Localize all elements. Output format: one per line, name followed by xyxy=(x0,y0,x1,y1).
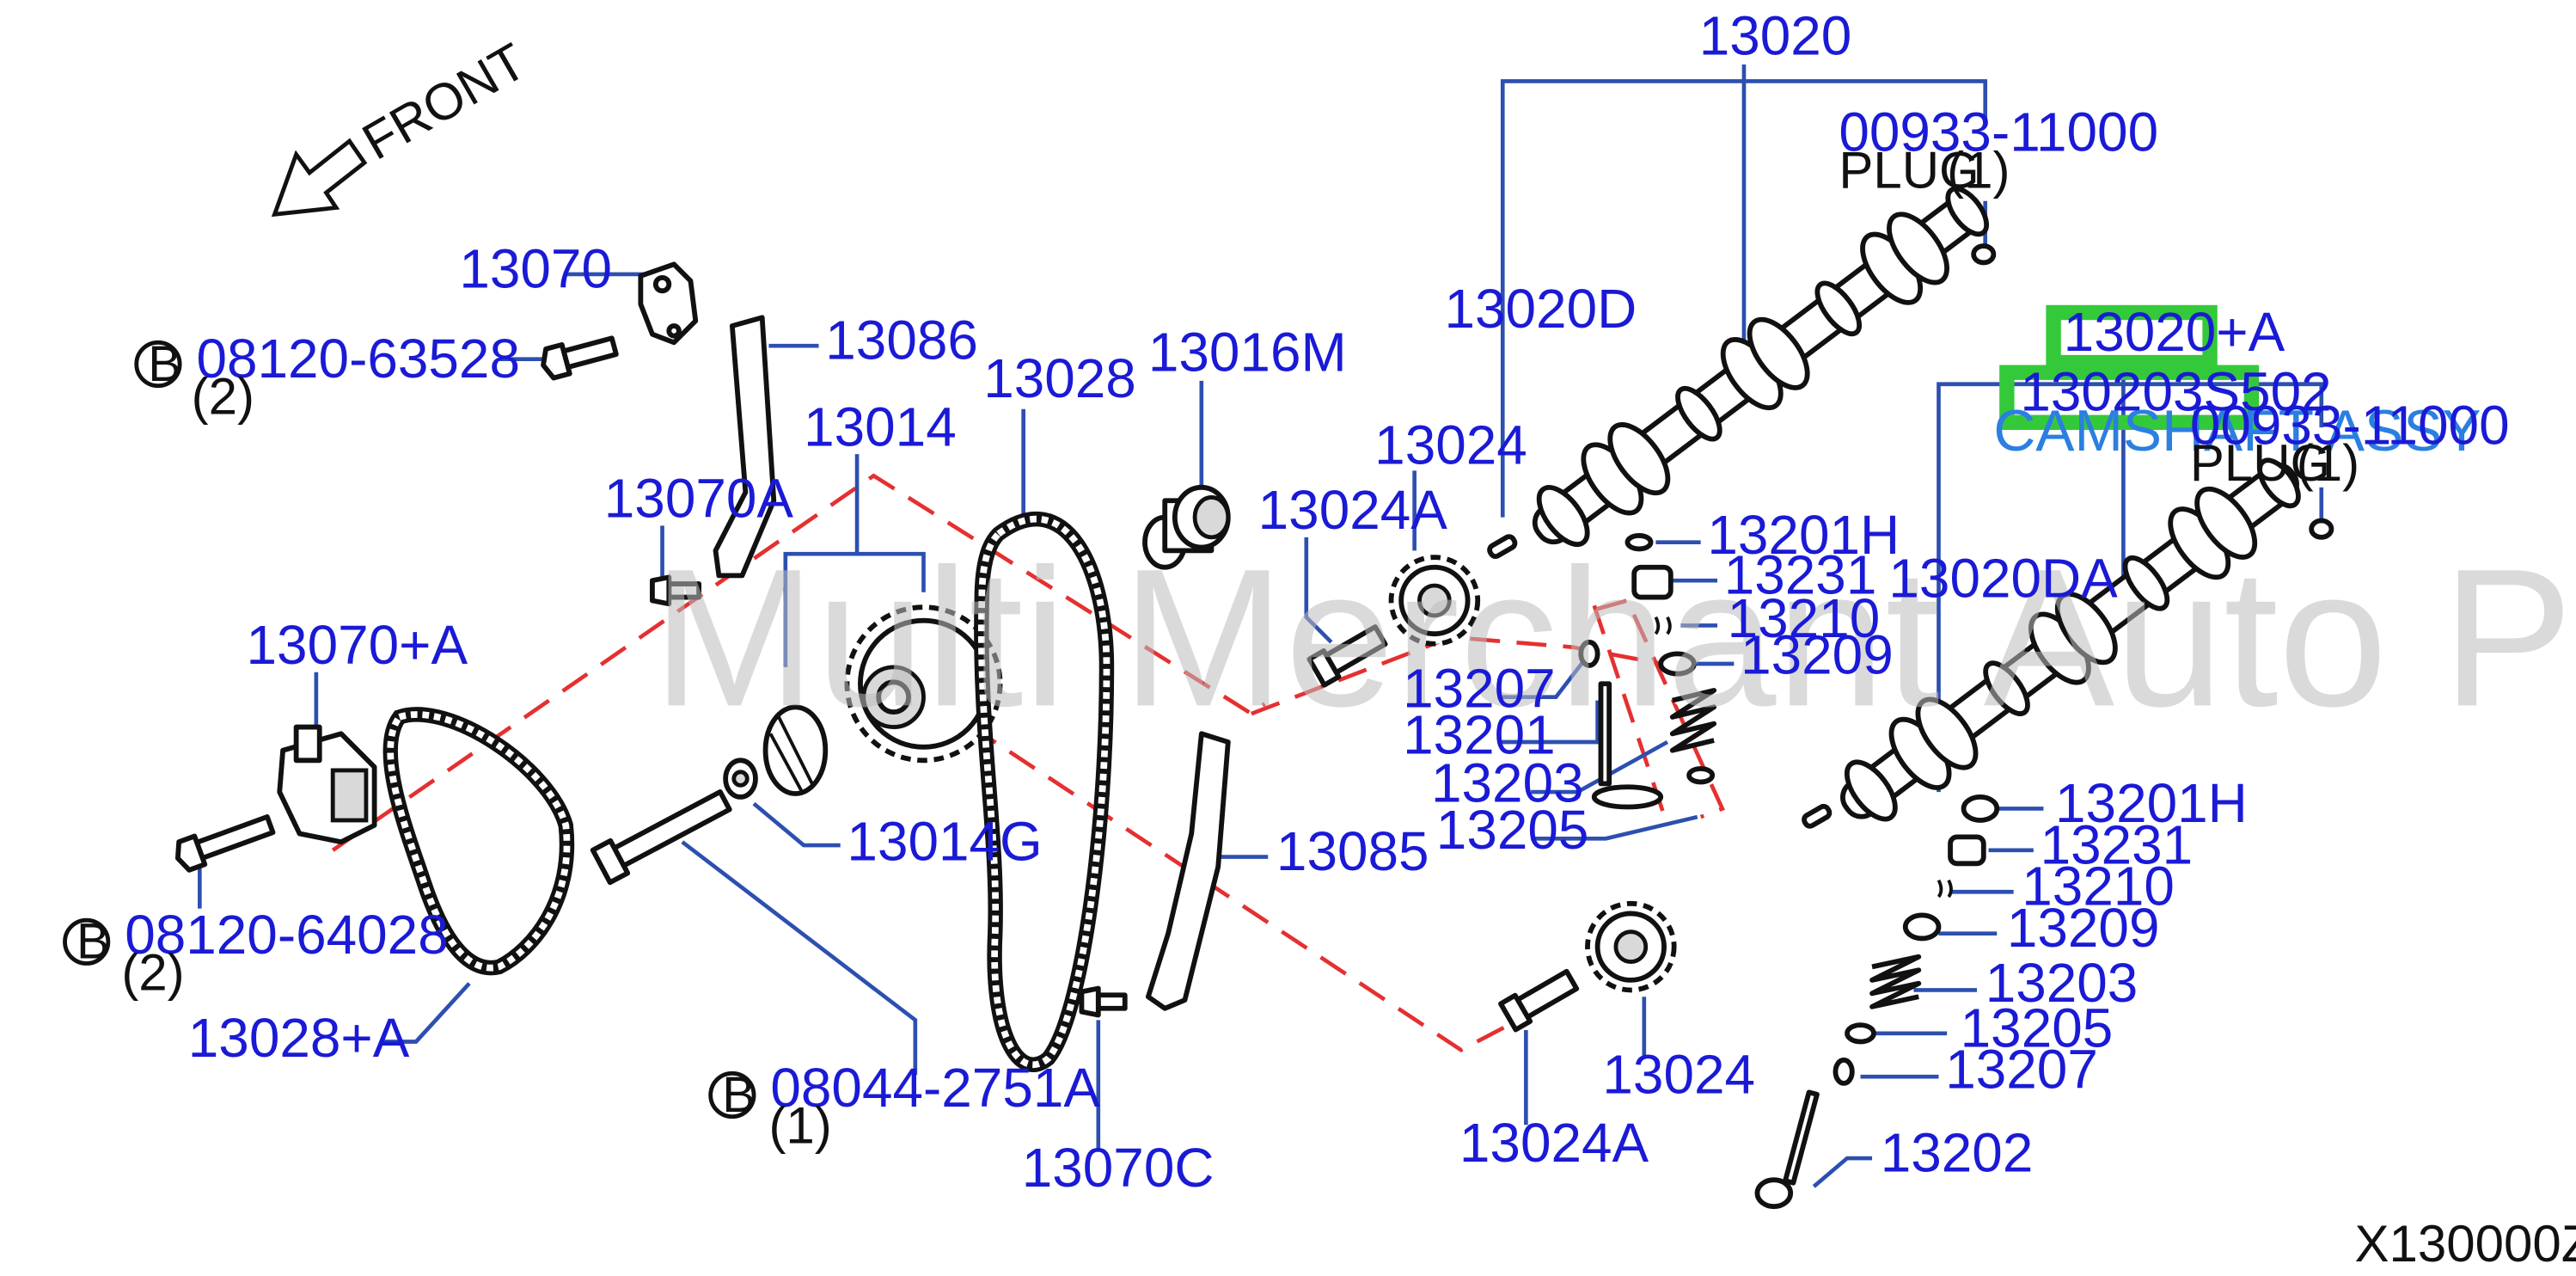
leader-lines xyxy=(198,64,2324,1188)
label-13020plusA[interactable]: 13020+A xyxy=(2064,301,2285,363)
label-13209-a[interactable]: 13209 xyxy=(1741,624,1894,686)
label-13231-b[interactable]: 13231 xyxy=(2041,813,2194,875)
tensioner-13070A-part xyxy=(277,724,377,845)
diagram-code: X130000Z xyxy=(2355,1215,2576,1273)
sprocket-13014-part xyxy=(844,604,1003,764)
label-13070C[interactable]: 13070C xyxy=(1022,1137,1215,1199)
label-08120-64028-qty: (2) xyxy=(121,943,184,1001)
label-13205-a[interactable]: 13205 xyxy=(1436,799,1589,861)
label-08120-64028[interactable]: 08120-64028 xyxy=(125,904,449,966)
label-08044-2751A-qty: (1) xyxy=(768,1097,831,1155)
label-13201-a[interactable]: 13201 xyxy=(1403,704,1556,766)
label-13207-b[interactable]: 13207 xyxy=(1945,1039,2098,1101)
bolt-13024A-top-part xyxy=(1306,624,1388,688)
label-13207-a[interactable]: 13207 xyxy=(1403,657,1556,719)
label-13086[interactable]: 13086 xyxy=(825,310,978,371)
circle-b-marker-1 xyxy=(134,340,182,389)
bolt-08044-2751A-part xyxy=(590,788,732,886)
label-08044-2751A[interactable]: 08044-2751A xyxy=(770,1057,1100,1119)
circle-b-marker-2 xyxy=(63,917,111,966)
label-plug-right-qty: (1) xyxy=(2297,434,2359,492)
label-00933-right[interactable]: 00933-11000 xyxy=(2190,394,2510,456)
label-camshaft-assy: CAMSHAFT ASSY xyxy=(1993,399,2481,463)
guide-13085-part xyxy=(1145,731,1231,1011)
front-label: FRONT xyxy=(353,32,535,170)
label-13202[interactable]: 13202 xyxy=(1881,1122,2034,1184)
highlight-box-oem-number xyxy=(1999,365,2260,430)
bolt-08120-64028-part xyxy=(174,814,276,873)
label-13210-b[interactable]: 13210 xyxy=(2022,856,2175,917)
chain-13028-part xyxy=(974,512,1115,1072)
guide-13086-part xyxy=(713,315,777,579)
circle-b-text-2: B xyxy=(76,914,110,970)
label-13020[interactable]: 13020 xyxy=(1699,4,1852,66)
label-13028[interactable]: 13028 xyxy=(983,347,1136,409)
label-13020DA[interactable]: 13020DA xyxy=(1888,548,2118,610)
label-plug-top: PLUG xyxy=(1839,141,1979,199)
label-13014G[interactable]: 13014G xyxy=(847,810,1042,872)
bolt-13070C-part xyxy=(1079,985,1128,1018)
label-00933-top[interactable]: 00933-11000 xyxy=(1839,101,2158,163)
label-plug-top-qty: (1) xyxy=(1947,141,2010,199)
label-plug-right: PLUG xyxy=(2190,434,2330,492)
bolt-13070A-part xyxy=(650,574,702,607)
label-13201H-a[interactable]: 13201H xyxy=(1707,504,1900,566)
plug-right-part xyxy=(2309,518,2334,540)
circle-b-text-3: B xyxy=(722,1067,756,1123)
label-13070plusA[interactable]: 13070+A xyxy=(247,614,468,676)
sprocket-13024-bottom-part xyxy=(1585,900,1677,993)
label-13024A-top[interactable]: 13024A xyxy=(1258,479,1448,541)
bolt-08120-63528-part xyxy=(541,335,619,381)
label-13028plusA[interactable]: 13028+A xyxy=(188,1007,410,1069)
plug-top-part xyxy=(1971,243,1997,266)
camshaft-13020A-part xyxy=(1840,457,2301,822)
label-13014[interactable]: 13014 xyxy=(804,396,957,457)
label-13024-top[interactable]: 13024 xyxy=(1374,414,1527,476)
label-08120-63528[interactable]: 08120-63528 xyxy=(196,328,520,390)
label-13070[interactable]: 13070 xyxy=(459,237,612,299)
circle-b-text-1: B xyxy=(148,336,181,392)
bushing-13016M-part xyxy=(1142,484,1231,570)
label-13209-b[interactable]: 13209 xyxy=(2007,897,2160,959)
label-13020D[interactable]: 13020D xyxy=(1444,278,1637,340)
reference-lines xyxy=(331,473,1725,1052)
label-13203-b[interactable]: 13203 xyxy=(1986,952,2139,1014)
watermark-text: Multi Merchant Auto Partstore xyxy=(652,528,2576,747)
highlight-box-part-number xyxy=(2046,304,2218,371)
valve-group-b-part xyxy=(1754,794,2000,1210)
label-13201H-b[interactable]: 13201H xyxy=(2055,772,2248,834)
valve-group-a-part xyxy=(1578,533,1717,810)
front-arrow-icon xyxy=(271,138,368,218)
chain-13028A-part xyxy=(382,707,575,976)
bolt-13024A-bottom-part xyxy=(1498,968,1580,1033)
label-13231-a[interactable]: 13231 xyxy=(1724,544,1877,606)
dowel-13020D-part xyxy=(1487,534,1518,560)
label-13210-a[interactable]: 13210 xyxy=(1728,587,1881,649)
camshaft-13020-part xyxy=(1532,186,1989,547)
label-13070A[interactable]: 13070A xyxy=(604,468,794,530)
label-oem-130203S502[interactable]: 130203S502 xyxy=(2020,361,2331,423)
gear-13014G-part xyxy=(723,704,829,800)
dowel-13020DA-part xyxy=(1802,803,1833,829)
label-08120-63528-qty: (2) xyxy=(192,368,254,426)
label-13024A-bottom[interactable]: 13024A xyxy=(1459,1112,1649,1174)
circle-b-marker-3 xyxy=(708,1070,756,1120)
label-13203-a[interactable]: 13203 xyxy=(1431,752,1584,814)
label-13205-b[interactable]: 13205 xyxy=(1961,997,2114,1058)
label-13016M[interactable]: 13016M xyxy=(1148,321,1347,383)
label-13024-bottom[interactable]: 13024 xyxy=(1602,1044,1755,1106)
tensioner-13070-part xyxy=(638,261,699,346)
sprocket-13024-top-part xyxy=(1388,555,1481,647)
label-13085[interactable]: 13085 xyxy=(1276,820,1429,882)
